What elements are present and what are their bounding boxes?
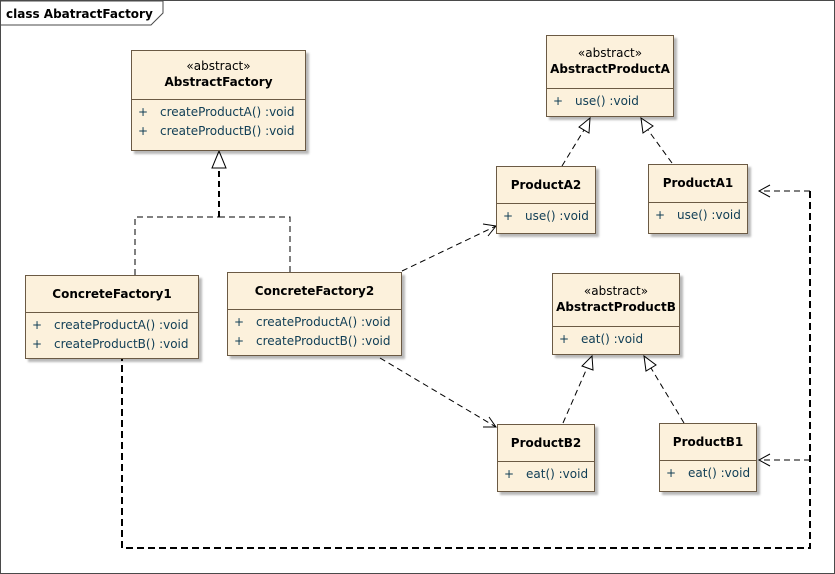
class-productb1[interactable]: ProductB1 + eat() :void xyxy=(659,423,757,492)
op-visibility: + xyxy=(553,94,564,108)
class-name: AbstractProductB xyxy=(556,300,676,314)
operation[interactable]: + use() :void xyxy=(497,207,595,226)
class-name: ProductB1 xyxy=(672,434,744,449)
op-visibility: + xyxy=(234,315,245,329)
class-stereotype: «abstract» xyxy=(583,284,649,298)
operation[interactable]: + createProductB() :void xyxy=(132,122,305,141)
class-producta2[interactable]: ProductA2 + use() :void xyxy=(496,166,596,234)
operation[interactable]: + createProductA() :void xyxy=(228,313,401,332)
op-signature: createProductA() :void xyxy=(160,105,295,119)
operation[interactable]: + createProductA() :void xyxy=(26,316,198,335)
op-visibility: + xyxy=(32,318,43,332)
operation[interactable]: + createProductB() :void xyxy=(228,332,401,351)
op-visibility: + xyxy=(666,466,677,480)
op-visibility: + xyxy=(559,332,570,346)
class-abstractproducta[interactable]: «abstract» AbstractProductA + use() :voi… xyxy=(546,35,674,117)
operation[interactable]: + eat() :void xyxy=(553,330,679,349)
class-operations: + createProductA() :void + createProduct… xyxy=(228,310,401,351)
class-operations: + createProductA() :void + createProduct… xyxy=(132,100,305,141)
op-signature: eat() :void xyxy=(688,466,751,480)
class-operations: + eat() :void xyxy=(498,462,594,484)
op-signature: use() :void xyxy=(677,208,741,222)
class-header: «abstract» AbstractProductA xyxy=(547,36,673,89)
op-signature: createProductB() :void xyxy=(54,337,189,351)
op-visibility: + xyxy=(503,209,514,223)
op-visibility: + xyxy=(138,124,149,138)
class-name: ConcreteFactory1 xyxy=(52,286,172,301)
op-visibility: + xyxy=(138,105,149,119)
class-header: ConcreteFactory2 xyxy=(228,273,401,310)
op-signature: createProductA() :void xyxy=(256,315,391,329)
class-name: AbstractProductA xyxy=(550,62,670,76)
op-visibility: + xyxy=(32,337,43,351)
class-concretefactory1[interactable]: ConcreteFactory1 + createProductA() :voi… xyxy=(25,275,199,359)
op-signature: eat() :void xyxy=(526,467,589,481)
class-header: «abstract» AbstractFactory xyxy=(132,51,305,100)
op-visibility: + xyxy=(234,334,245,348)
class-abstractproductb[interactable]: «abstract» AbstractProductB + eat() :voi… xyxy=(552,273,680,355)
class-header: ConcreteFactory1 xyxy=(26,276,198,313)
op-signature: use() :void xyxy=(575,94,639,108)
class-name: ConcreteFactory2 xyxy=(254,283,375,298)
op-visibility: + xyxy=(655,208,666,222)
class-header: ProductA1 xyxy=(649,165,747,203)
operation[interactable]: + createProductA() :void xyxy=(132,103,305,122)
class-name: ProductA1 xyxy=(662,176,734,190)
class-header: ProductB2 xyxy=(498,425,594,462)
class-header: ProductB1 xyxy=(660,424,756,461)
class-header: «abstract» AbstractProductB xyxy=(553,274,679,327)
class-name: AbstractFactory xyxy=(164,75,273,89)
op-signature: use() :void xyxy=(525,209,589,223)
class-operations: + createProductA() :void + createProduct… xyxy=(26,313,198,354)
class-stereotype: «abstract» xyxy=(577,46,643,60)
class-operations: + use() :void xyxy=(547,89,673,111)
op-signature: eat() :void xyxy=(581,332,644,346)
op-signature: createProductB() :void xyxy=(256,334,391,348)
class-productb2[interactable]: ProductB2 + eat() :void xyxy=(497,424,595,492)
operation[interactable]: + eat() :void xyxy=(660,464,756,483)
class-operations: + eat() :void xyxy=(660,461,756,483)
class-abstractfactory[interactable]: «abstract» AbstractFactory + createProdu… xyxy=(131,50,306,151)
operation[interactable]: + eat() :void xyxy=(498,465,594,484)
frame-label: class AbatractFactory xyxy=(6,7,153,21)
operation[interactable]: + createProductB() :void xyxy=(26,335,198,354)
class-header: ProductA2 xyxy=(497,167,595,204)
op-signature: createProductB() :void xyxy=(160,124,295,138)
op-visibility: + xyxy=(504,467,515,481)
class-producta1[interactable]: ProductA1 + use() :void xyxy=(648,164,748,234)
class-operations: + use() :void xyxy=(649,203,747,225)
class-operations: + use() :void xyxy=(497,204,595,226)
class-operations: + eat() :void xyxy=(553,327,679,349)
class-stereotype: «abstract» xyxy=(186,59,251,73)
class-name: ProductA2 xyxy=(510,177,582,192)
operation[interactable]: + use() :void xyxy=(649,206,747,225)
operation[interactable]: + use() :void xyxy=(547,92,673,111)
class-concretefactory2[interactable]: ConcreteFactory2 + createProductA() :voi… xyxy=(227,272,402,356)
op-signature: createProductA() :void xyxy=(54,318,189,332)
class-name: ProductB2 xyxy=(510,435,582,450)
